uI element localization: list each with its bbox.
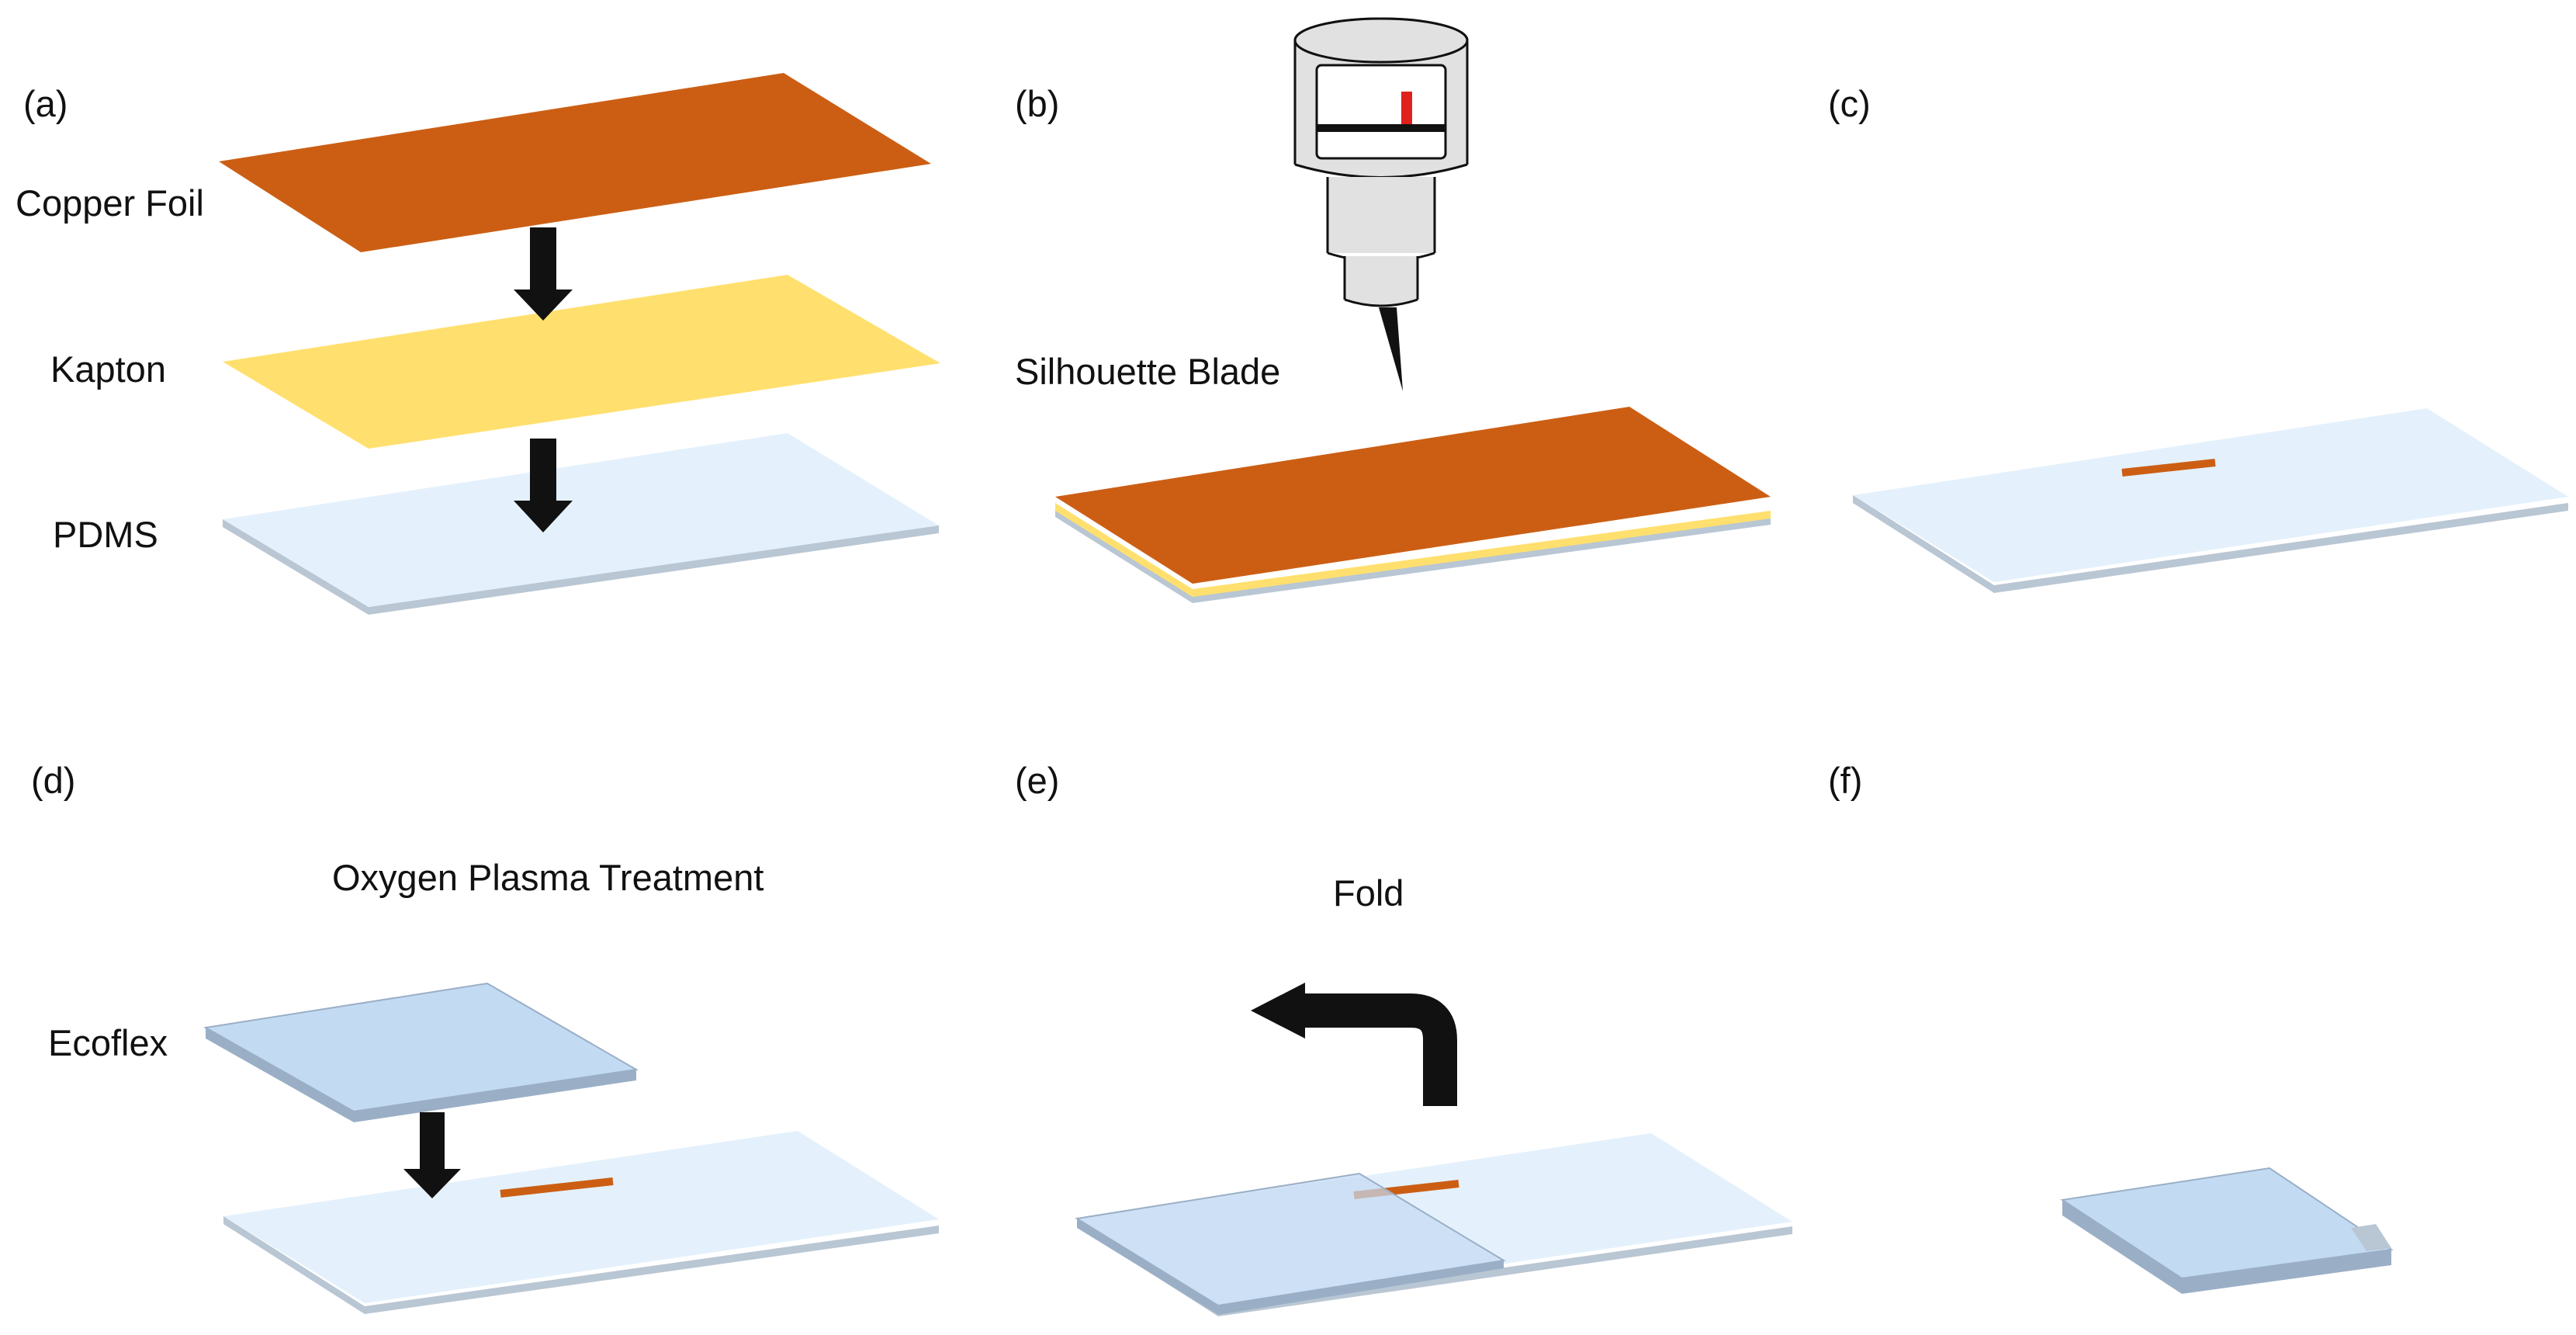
substrate bbox=[223, 1131, 939, 1303]
pdms-layer-edge bbox=[223, 519, 369, 615]
device-edge bbox=[2062, 1200, 2391, 1294]
panel-d bbox=[203, 982, 939, 1314]
kapton-label: Kapton bbox=[50, 348, 166, 390]
down-arrow-icon bbox=[514, 439, 573, 532]
pdms-layer bbox=[223, 433, 939, 607]
copper-foil-label: Copper Foil bbox=[16, 182, 204, 224]
silhouette-blade-label: Silhouette Blade bbox=[1015, 351, 1281, 392]
interconnect-trace bbox=[500, 1177, 614, 1198]
blade-gauge-marker bbox=[1401, 92, 1412, 124]
panel-f bbox=[2060, 1167, 2394, 1294]
down-arrow-icon bbox=[403, 1112, 461, 1198]
panel-f-tag: (f) bbox=[1828, 760, 1863, 801]
panel-c-tag: (c) bbox=[1828, 83, 1871, 124]
panel-b bbox=[1055, 17, 1771, 603]
panel-e-tag: (e) bbox=[1015, 760, 1060, 801]
panel-d-tag: (d) bbox=[31, 760, 76, 801]
blade-cutter-icon bbox=[1293, 17, 1469, 391]
panel-c bbox=[1853, 408, 2568, 593]
copper-foil-layer bbox=[219, 73, 931, 252]
ecoflex-layer bbox=[203, 982, 639, 1113]
fold-label: Fold bbox=[1333, 872, 1404, 914]
fold-arrow-icon bbox=[1304, 993, 1457, 1106]
blade-gauge-line bbox=[1317, 124, 1446, 132]
ecoflex-folded-edge bbox=[1077, 1219, 1504, 1315]
down-arrow-icon bbox=[514, 227, 573, 321]
panel-a-tag: (a) bbox=[23, 83, 68, 124]
panel-a bbox=[219, 73, 940, 615]
pdms-label: PDMS bbox=[53, 514, 158, 555]
fold-arrow-head bbox=[1251, 983, 1305, 1039]
oxygen-plasma-label: Oxygen Plasma Treatment bbox=[332, 857, 764, 898]
ecoflex-label: Ecoflex bbox=[48, 1022, 168, 1063]
device-contact-pad bbox=[2351, 1224, 2391, 1251]
pdms-layer-edge-side bbox=[369, 525, 939, 615]
blade-tip bbox=[1379, 307, 1403, 391]
kapton-layer bbox=[223, 275, 940, 449]
interconnect-trace bbox=[2121, 459, 2216, 477]
device-top bbox=[2060, 1167, 2394, 1280]
stack-copper-top bbox=[1055, 407, 1771, 584]
panel-b-tag: (b) bbox=[1015, 83, 1060, 124]
panel-e bbox=[1075, 983, 1792, 1316]
ecoflex-layer-edge bbox=[206, 1028, 636, 1122]
substrate bbox=[1853, 408, 2568, 582]
